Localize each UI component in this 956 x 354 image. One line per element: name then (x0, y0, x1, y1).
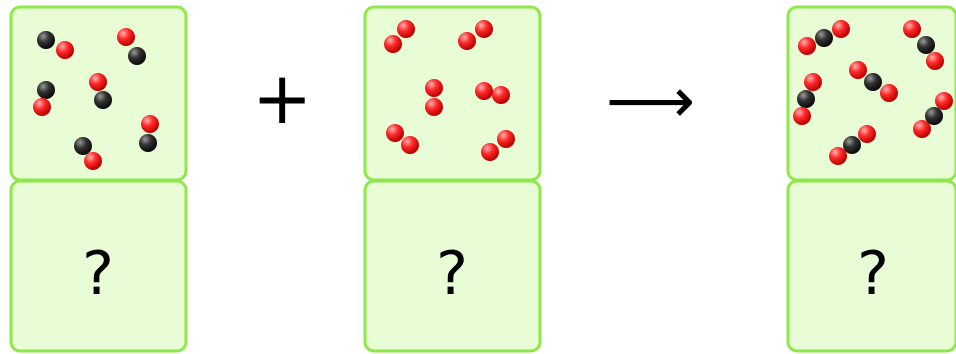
reaction-arrow-icon: ⟶ (606, 64, 695, 137)
molecule (849, 61, 898, 102)
molecule (74, 137, 102, 170)
oxygen-atom (89, 73, 107, 91)
molecule (384, 20, 415, 53)
molecule (913, 92, 953, 138)
oxygen-atom (832, 20, 850, 38)
reactant-o2-molecules-panel (363, 5, 542, 182)
product-co2-column: ? (786, 5, 956, 353)
oxygen-atom (935, 92, 953, 110)
carbon-atom (37, 81, 55, 99)
reactant-co-column: ? (9, 5, 188, 353)
molecule (475, 82, 510, 104)
product-co2-molecules-panel (786, 5, 956, 182)
oxygen-atom (798, 37, 816, 55)
oxygen-atom (458, 32, 476, 50)
oxygen-atom (903, 20, 921, 38)
oxygen-atom (384, 35, 402, 53)
product-co2-unknown-panel (786, 179, 956, 353)
oxygen-atom (475, 82, 493, 100)
carbon-atom (917, 36, 935, 54)
oxygen-atom (849, 61, 867, 79)
carbon-atom (139, 134, 157, 152)
molecule (793, 73, 822, 125)
reactant-co-unknown-panel (9, 179, 188, 353)
oxygen-atom (475, 20, 493, 38)
oxygen-atom (880, 84, 898, 102)
reactant-o2-unknown-label: ? (436, 239, 468, 309)
oxygen-atom (804, 73, 822, 91)
molecule (89, 73, 112, 109)
molecule (139, 115, 159, 152)
oxygen-atom (793, 107, 811, 125)
oxygen-atom (481, 143, 499, 161)
reactant-o2-unknown-panel (363, 179, 542, 353)
product-co2-molecules (793, 20, 953, 165)
oxygen-atom (141, 115, 159, 133)
reactant-co-unknown-label: ? (82, 239, 114, 309)
oxygen-atom (401, 136, 419, 154)
molecule (425, 79, 443, 116)
oxygen-atom (425, 79, 443, 97)
reactant-co-molecules (33, 28, 159, 170)
reactant-o2-molecules (384, 20, 515, 161)
carbon-atom (37, 31, 55, 49)
oxygen-atom (56, 41, 74, 59)
carbon-atom (74, 137, 92, 155)
plus-sign: + (252, 56, 313, 140)
oxygen-atom (117, 28, 135, 46)
oxygen-atom (829, 147, 847, 165)
carbon-atom (797, 90, 815, 108)
reactant-o2-column: ? (363, 5, 542, 353)
product-co2-unknown-label: ? (857, 239, 889, 309)
molecule (829, 125, 876, 165)
molecule (117, 28, 146, 65)
molecule (481, 130, 515, 161)
oxygen-atom (492, 86, 510, 104)
molecule (458, 20, 493, 50)
molecule (386, 124, 419, 154)
carbon-atom (925, 107, 943, 125)
oxygen-atom (425, 98, 443, 116)
molecule (903, 20, 944, 70)
molecule (37, 31, 74, 59)
oxygen-atom (913, 120, 931, 138)
oxygen-atom (926, 52, 944, 70)
carbon-atom (864, 73, 882, 91)
oxygen-atom (33, 98, 51, 116)
oxygen-atom (386, 124, 404, 142)
carbon-atom (843, 136, 861, 154)
molecule (33, 81, 55, 116)
carbon-atom (128, 47, 146, 65)
molecule (798, 20, 850, 55)
oxygen-atom (397, 20, 415, 38)
oxygen-atom (858, 125, 876, 143)
carbon-atom (815, 29, 833, 47)
carbon-atom (94, 91, 112, 109)
oxygen-atom (497, 130, 515, 148)
oxygen-atom (84, 152, 102, 170)
